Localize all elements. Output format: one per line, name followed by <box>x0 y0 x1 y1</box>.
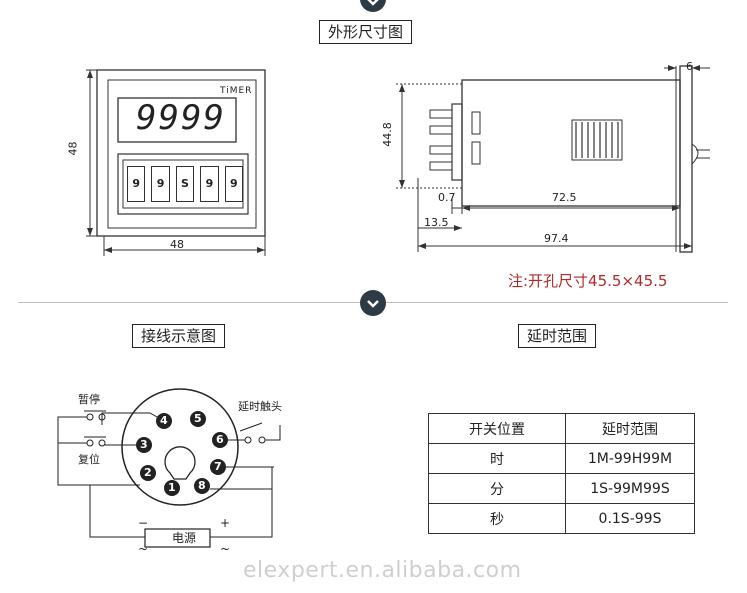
delay-range-table: 开关位置 延时范围 时 1M-99H99M 分 1S-99M99S 秒 0.1S… <box>428 413 695 534</box>
front-display-value: 9999 <box>136 98 226 138</box>
pin-label: 8 <box>198 479 206 492</box>
side-view-drawing <box>396 65 710 253</box>
pin-label: 5 <box>194 412 202 425</box>
front-view-drawing <box>86 69 266 256</box>
table-cell: 秒 <box>428 503 566 534</box>
side-dim-a: 0.7 <box>438 191 456 204</box>
table-row: 秒 0.1S-99S <box>428 503 695 534</box>
digit-switch[interactable]: S <box>175 166 195 202</box>
front-brand-label: TiMER <box>220 86 253 96</box>
power-minus: − <box>138 516 149 530</box>
table-cell: 1S-99M99S <box>565 473 695 504</box>
wiring-section-title: 接线示意图 <box>132 324 226 348</box>
table-cell: 1M-99H99M <box>565 443 695 474</box>
pin-label: 1 <box>168 481 176 494</box>
side-dim-total: 97.4 <box>544 232 569 245</box>
digit-switch[interactable]: 9 <box>224 166 244 202</box>
power-label: 电源 <box>172 531 197 545</box>
table-header-cell: 延时范围 <box>565 413 695 444</box>
table-row: 时 1M-99H99M <box>428 443 695 474</box>
ac-right: ~ <box>220 542 231 556</box>
chevron-down-icon-middle[interactable] <box>360 290 386 316</box>
pin-label: 4 <box>160 414 168 427</box>
chevron-down-icon-top[interactable] <box>360 0 386 12</box>
power-plus: + <box>220 516 231 530</box>
chevron-down-icon <box>367 300 379 308</box>
table-header-row: 开关位置 延时范围 <box>428 413 695 444</box>
delay-section-title: 延时范围 <box>518 324 597 348</box>
cutout-note: 注:开孔尺寸45.5×45.5 <box>508 272 668 290</box>
wiring-diagram <box>57 388 281 548</box>
side-dim-flange: 6 <box>686 60 693 73</box>
side-dim-panel: 44.8 <box>380 122 394 147</box>
reset-label: 复位 <box>78 453 100 466</box>
digit-switch[interactable]: 9 <box>200 166 219 202</box>
outline-section-title: 外形尺寸图 <box>319 20 413 44</box>
table-cell: 分 <box>428 473 566 504</box>
front-dim-height: 48 <box>66 141 80 156</box>
table-header-cell: 开关位置 <box>428 413 566 444</box>
pause-label: 暂停 <box>78 393 100 406</box>
digit-switch[interactable]: 9 <box>151 166 170 202</box>
digit-switch[interactable]: 9 <box>127 166 146 202</box>
table-row: 分 1S-99M99S <box>428 473 695 504</box>
contact-label: 延时触头 <box>238 400 282 413</box>
table-cell: 时 <box>428 443 566 474</box>
pin-label: 7 <box>214 460 222 473</box>
pin-label: 6 <box>216 433 224 446</box>
front-dim-width: 48 <box>170 238 184 251</box>
pin-label: 3 <box>140 438 148 451</box>
digit-switch-row: 9 9 S 9 9 <box>127 166 244 202</box>
watermark: elexpert.en.alibaba.com <box>243 558 522 583</box>
chevron-down-icon <box>367 0 379 6</box>
pin-label: 2 <box>144 466 152 479</box>
side-dim-b: 72.5 <box>552 191 577 204</box>
side-dim-c: 13.5 <box>424 216 449 229</box>
ac-left: ~ <box>138 542 149 556</box>
table-cell: 0.1S-99S <box>565 503 695 534</box>
